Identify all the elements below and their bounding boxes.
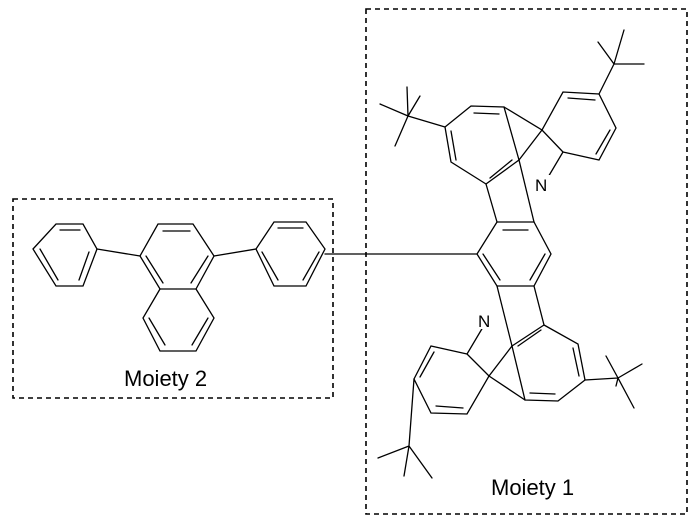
tert-butyl-upper-left [380, 87, 445, 146]
central-benzene-ring [477, 222, 551, 286]
moiety-1-box [366, 9, 687, 514]
moiety-2-label: Moiety 2 [124, 366, 207, 391]
phenyl-ring-right [256, 222, 325, 286]
tert-butyl-upper-right [598, 30, 644, 94]
moiety-1-structure: N N Moiety 1 [378, 30, 644, 500]
nitrogen-atom-lower: N [478, 312, 490, 331]
lower-right-ring [512, 325, 585, 401]
moiety-2-structure: Moiety 2 [33, 222, 325, 391]
nitrogen-atom-upper: N [535, 176, 547, 195]
upper-left-ring [445, 106, 519, 184]
upper-right-ring [542, 92, 616, 160]
lower-left-ring [414, 346, 489, 414]
tert-butyl-lower-right [585, 356, 642, 408]
moiety-1-label: Moiety 1 [491, 475, 574, 500]
naphthalene-lower-ring [143, 289, 214, 351]
naphthalene-upper-ring [140, 224, 214, 289]
tert-butyl-lower-left [378, 379, 432, 478]
